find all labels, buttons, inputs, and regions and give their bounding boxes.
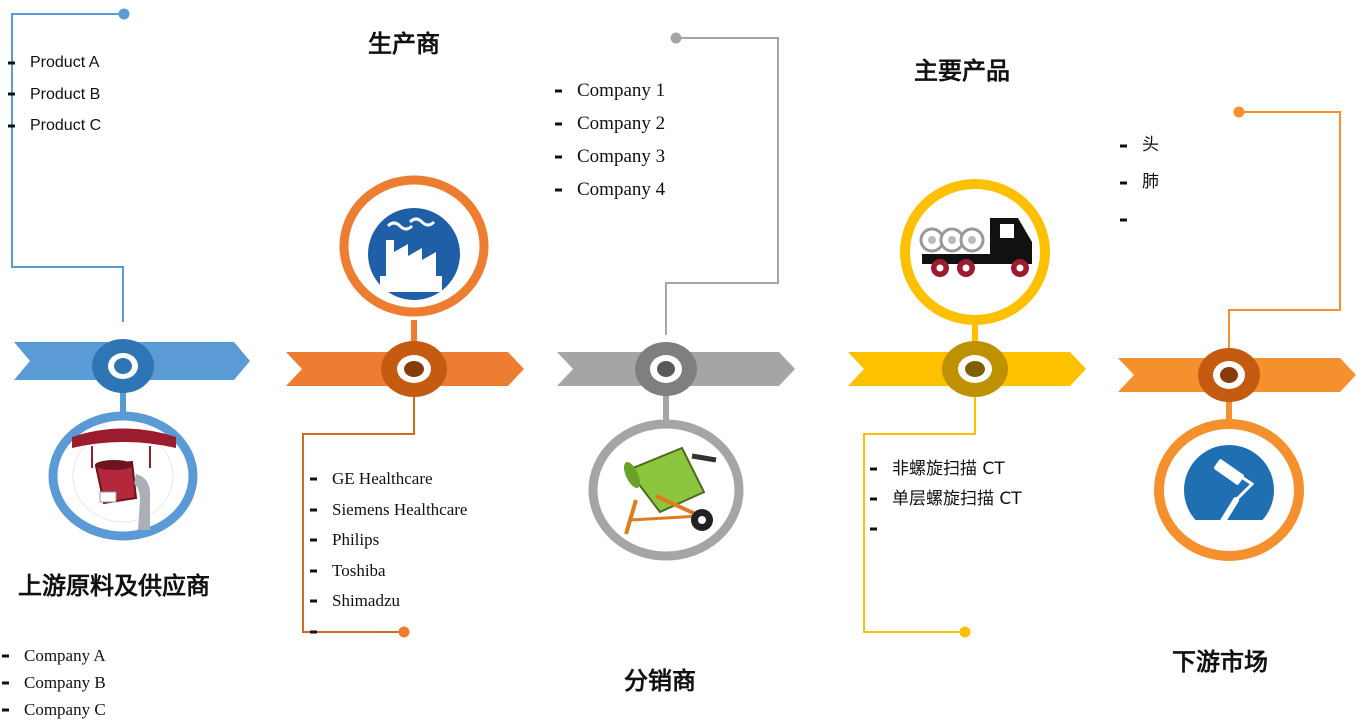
list-item: Product C: [6, 110, 101, 142]
list-item: Company 3: [553, 140, 665, 173]
list-item: Company C: [0, 696, 106, 723]
connector-distributor: [665, 32, 779, 335]
paint-roller-icon: [1154, 419, 1304, 561]
list-item: Company 4: [553, 173, 665, 206]
factory-icon: [339, 175, 489, 317]
stage-title-distributor: 分销商: [624, 667, 696, 695]
connector-upstream: [11, 8, 130, 322]
list-item: Product A: [6, 47, 101, 79]
cement-mixer-icon: [588, 419, 744, 561]
list-item: 头: [1118, 127, 1159, 164]
stage-title-products: 主要产品: [914, 57, 1010, 85]
list-item: 单层螺旋扫描 CT: [868, 484, 1022, 514]
list-item: Siemens Healthcare: [308, 495, 467, 526]
list-item: Company 2: [553, 107, 665, 140]
list-item: Toshiba: [308, 556, 467, 587]
stage-title-manufacturer: 生产商: [368, 30, 440, 58]
node-products: [942, 341, 1008, 397]
list-item: Company B: [0, 669, 106, 696]
truck-icon: [900, 179, 1050, 325]
connector-products: [863, 392, 976, 638]
list-item: Company 1: [553, 74, 665, 107]
distributor-list: Company 1 Company 2 Company 3 Company 4: [553, 74, 665, 206]
paint-bucket-icon: [48, 411, 198, 541]
list-item: Philips: [308, 525, 467, 556]
list-item: GE Healthcare: [308, 464, 467, 495]
node-distributor: [635, 342, 697, 396]
products-list: 非螺旋扫描 CT 单层螺旋扫描 CT: [868, 454, 1022, 544]
node-upstream: [92, 339, 154, 393]
list-item: 非螺旋扫描 CT: [868, 454, 1022, 484]
manufacturer-list: GE Healthcare Siemens Healthcare Philips…: [308, 464, 467, 647]
downstream-list: 头 肺: [1118, 127, 1159, 238]
node-downstream: [1198, 348, 1260, 402]
list-item: Company A: [0, 642, 106, 669]
list-item: [308, 617, 467, 648]
stage-title-upstream: 上游原料及供应商: [18, 572, 210, 600]
list-item: Product B: [6, 79, 101, 111]
list-item: [1118, 201, 1159, 238]
list-item: 肺: [1118, 164, 1159, 201]
connector-downstream: [1228, 106, 1341, 348]
upstream-companies-list: Company A Company B Company C: [0, 642, 106, 723]
list-item: [868, 514, 1022, 544]
stage-title-downstream: 下游市场: [1172, 648, 1268, 676]
upstream-products-list: Product A Product B Product C: [6, 47, 101, 142]
node-manufacturer: [381, 341, 447, 397]
list-item: Shimadzu: [308, 586, 467, 617]
